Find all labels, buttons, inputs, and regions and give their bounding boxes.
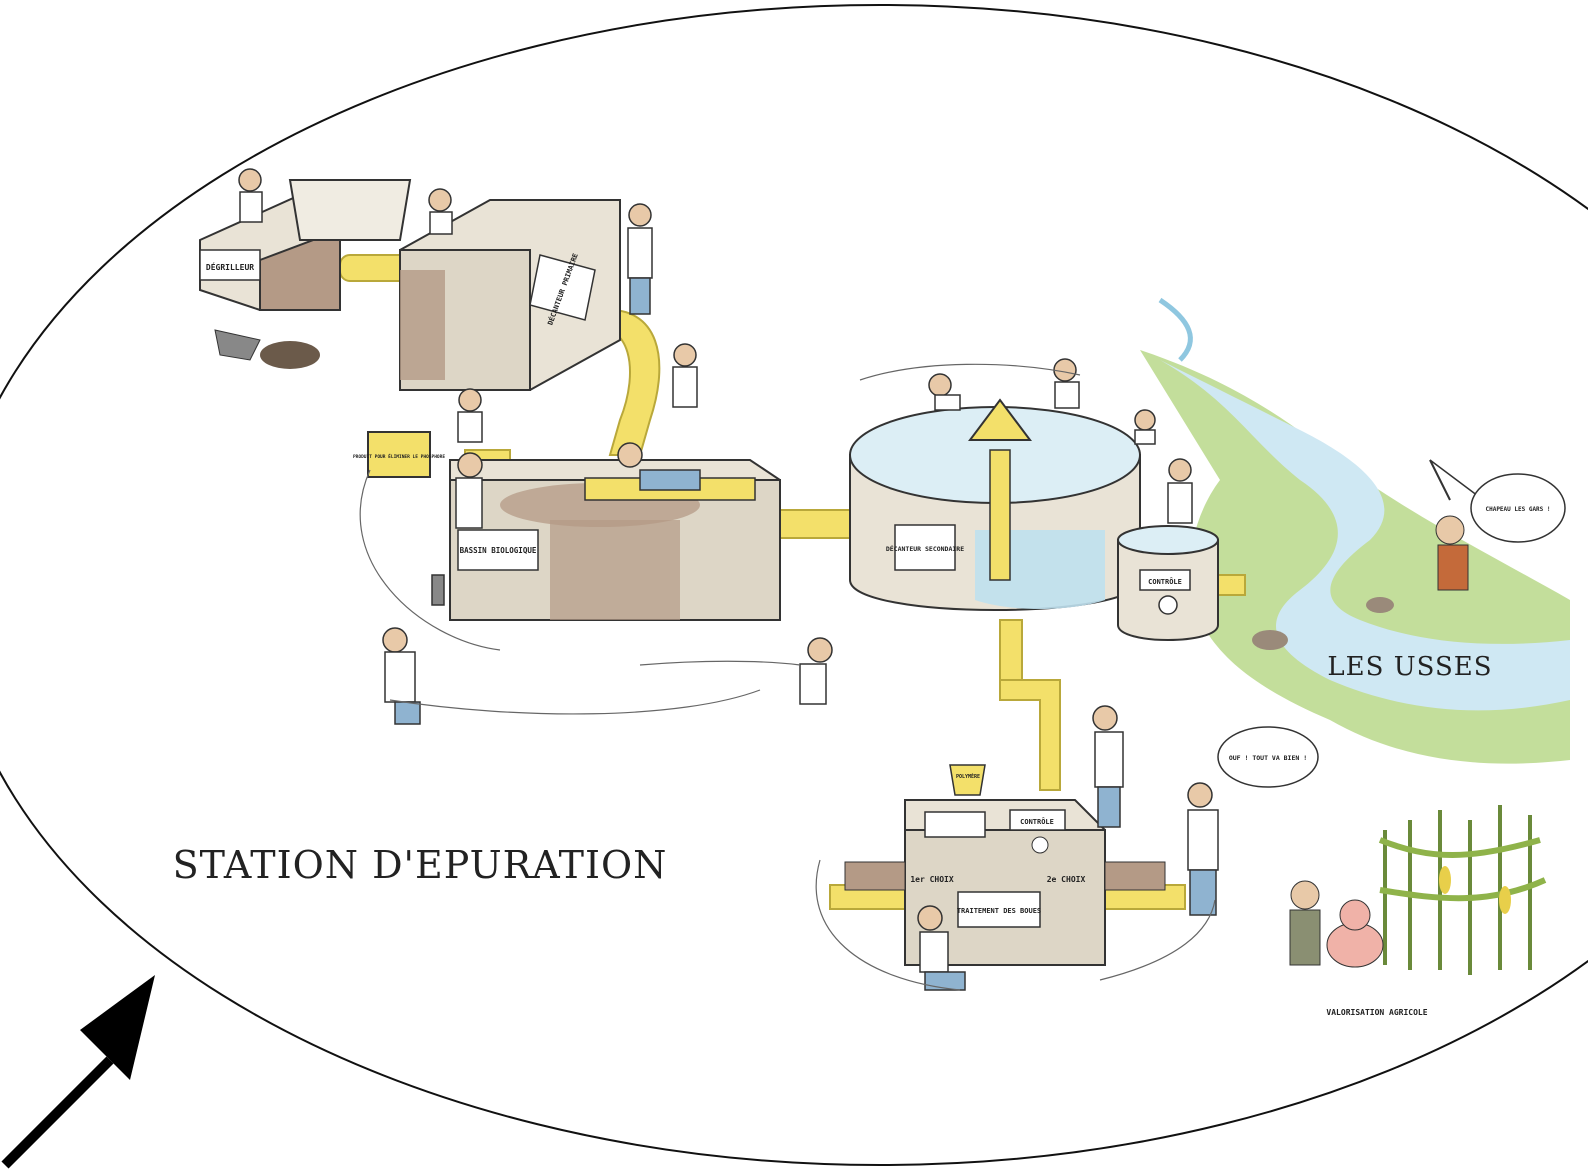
worker-9 xyxy=(799,637,833,705)
bassin-biologique-unit xyxy=(449,459,781,621)
worker-13 xyxy=(1167,458,1193,524)
label-produit: PRODUIT POUR ÉLIMINER LE PHOSPHORE xyxy=(353,452,445,460)
label-valorisation: VALORISATION AGRICOLE xyxy=(1326,1008,1427,1017)
label-controle-top: CONTRÔLE xyxy=(1148,577,1182,586)
pointer-arrow xyxy=(1,975,155,1169)
worker-5 xyxy=(457,388,483,443)
worker-6 xyxy=(431,452,483,606)
corn-field xyxy=(1378,805,1547,975)
bubble-chapeau-text: CHAPEAU LES GARS ! xyxy=(1485,506,1550,513)
worker-4 xyxy=(672,343,698,408)
label-degrilleur: DÉGRILLEUR xyxy=(206,261,254,272)
farmer-and-pig xyxy=(1289,880,1384,968)
motion-lines xyxy=(359,363,1216,991)
worker-3 xyxy=(627,203,653,315)
frame-ellipse xyxy=(0,4,1588,1166)
worker-8 xyxy=(382,627,421,725)
worker-2 xyxy=(428,188,453,235)
decanteur-primaire-unit xyxy=(399,199,621,391)
traitement-boues-unit xyxy=(844,764,1166,966)
worker-15 xyxy=(1187,782,1219,916)
decanteur-secondaire-unit xyxy=(849,398,1141,611)
workers xyxy=(238,168,1219,991)
worker-14 xyxy=(1092,705,1124,828)
label-polymere: POLYMÈRE xyxy=(956,772,980,780)
worker-11 xyxy=(1053,358,1080,409)
label-choix-1: 1er CHOIX xyxy=(910,875,954,884)
worker-12 xyxy=(1134,409,1156,445)
degrilleur-unit xyxy=(199,179,412,369)
speech-bubble-chapeau xyxy=(1470,473,1566,543)
worker-16 xyxy=(917,905,966,991)
produit-box xyxy=(367,431,431,478)
river-area xyxy=(1140,297,1570,764)
worker-7 xyxy=(617,442,701,491)
label-choix-2: 2e CHOIX xyxy=(1047,875,1086,884)
worker-10 xyxy=(928,373,961,411)
controle-cylinder xyxy=(1117,525,1219,641)
label-traitement: TRAITEMENT DES BOUES xyxy=(957,907,1041,915)
bubble-ouf-text: OUF ! TOUT VA BIEN ! xyxy=(1229,754,1307,762)
speech-bubble-ouf xyxy=(1217,726,1319,788)
fisherman xyxy=(1429,459,1491,591)
river-label: LES USSES xyxy=(1327,652,1492,682)
label-decanteur-secondaire: DÉCANTEUR SECONDAIRE xyxy=(886,544,964,553)
worker-1 xyxy=(238,168,263,223)
label-controle-boues: CONTRÔLE xyxy=(1020,817,1054,826)
label-bassin: BASSIN BIOLOGIQUE xyxy=(460,546,537,555)
page-title: STATION D'EPURATION xyxy=(173,843,668,887)
